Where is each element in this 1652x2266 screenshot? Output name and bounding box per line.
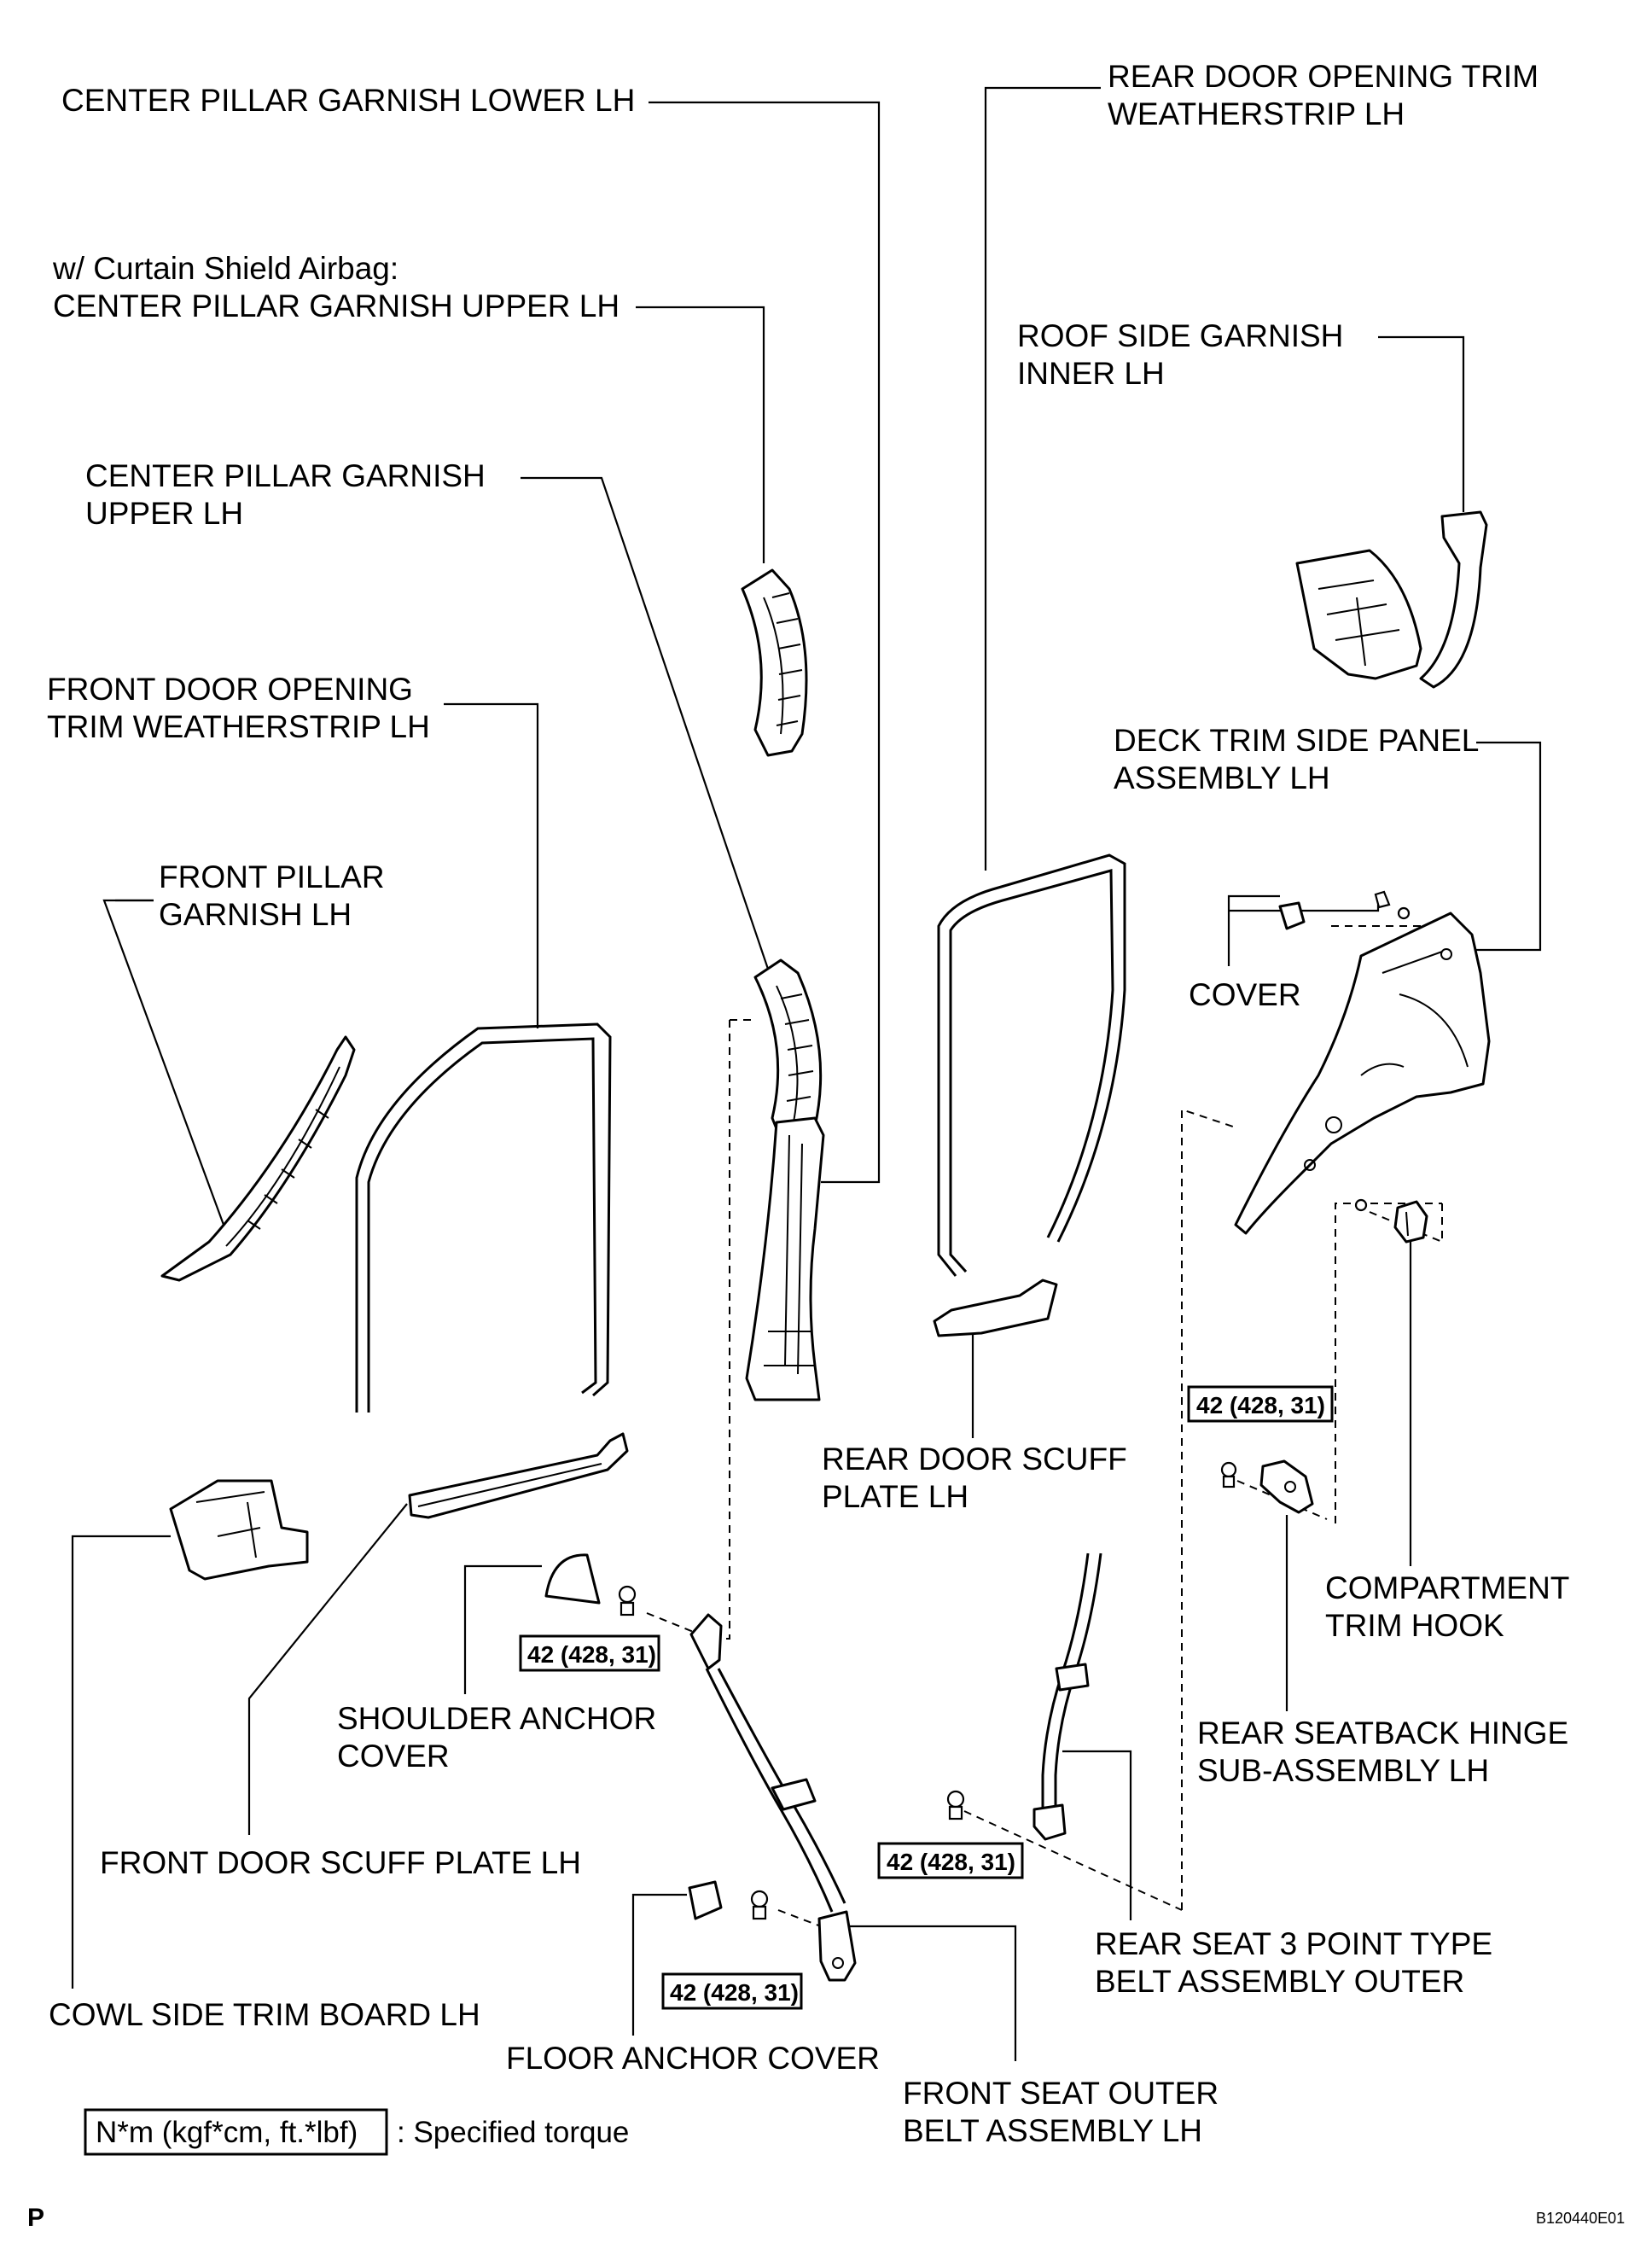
label-center-pillar-upper-2: UPPER LH [85, 496, 243, 531]
label-roof-side-1: ROOF SIDE GARNISH [1017, 318, 1343, 353]
leader-floor-anchor [631, 1893, 687, 2036]
label-rear-scuff-1: REAR DOOR SCUFF [822, 1442, 1127, 1477]
label-compartment-hook-1: COMPARTMENT [1325, 1570, 1569, 1605]
torque-box-hinge: 42 (428, 31) [1187, 1385, 1334, 1423]
label-rear-door-ws-2: WEATHERSTRIP LH [1108, 96, 1405, 131]
legend: N*m (kgf*cm, ft.*lbf) : Specified torque [84, 2108, 629, 2156]
torque-value-shoulder: 42 (428, 31) [527, 1641, 656, 1668]
leader-rear-belt [1062, 1750, 1132, 1920]
floor-anchor-bolt [750, 1890, 769, 1920]
leader-shoulder-cover [463, 1564, 542, 1694]
torque-box-floor: 42 (428, 31) [661, 1972, 803, 2010]
leader-cowl-side [71, 1535, 171, 1989]
leader-rear-door-ws [984, 86, 1101, 871]
legend-unit: N*m (kgf*cm, ft.*lbf) [96, 2116, 358, 2149]
deck-trim-side-panel-part [1234, 912, 1491, 1235]
label-front-door-ws-2: TRIM WEATHERSTRIP LH [47, 709, 430, 744]
torque-box-shoulder: 42 (428, 31) [519, 1634, 660, 1672]
leader-front-belt [845, 1925, 1017, 2061]
compartment-trim-hook-part [1393, 1200, 1428, 1244]
cover-part [1278, 901, 1306, 930]
leader-front-door-ws [444, 702, 539, 1028]
label-roof-side-2: INNER LH [1017, 356, 1165, 391]
label-rear-scuff-2: PLATE LH [822, 1479, 969, 1514]
label-deck-trim-2: ASSEMBLY LH [1114, 760, 1330, 795]
dash-shoulder-bolt [646, 1612, 701, 1635]
front-door-weatherstrip-part [355, 1022, 612, 1413]
page-mark: P [27, 2204, 44, 2232]
torque-value-hinge: 42 (428, 31) [1196, 1392, 1325, 1418]
shoulder-anchor-cover-part [544, 1553, 601, 1605]
label-rear-hinge-1: REAR SEATBACK HINGE [1197, 1716, 1568, 1750]
hinge-bolt [1220, 1461, 1237, 1488]
rear-door-scuff-part [933, 1279, 1058, 1337]
dash-hinge-bolt [1236, 1480, 1328, 1520]
label-front-scuff: FRONT DOOR SCUFF PLATE LH [100, 1845, 581, 1880]
leader-cover-a [1227, 894, 1280, 966]
figure-id: B120440E01 [1536, 2210, 1625, 2227]
center-pillar-upper-part [753, 958, 823, 1141]
leader-roof-side [1378, 335, 1465, 512]
roof-side-garnish-part [1295, 510, 1488, 689]
dash-rear-belt-right [1181, 1108, 1234, 1910]
rear-seat-belt-part [1032, 1552, 1102, 1841]
leader-front-scuff [247, 1503, 408, 1835]
label-rear-door-ws-1: REAR DOOR OPENING TRIM [1108, 59, 1539, 94]
label-shoulder-cover-1: SHOULDER ANCHOR [337, 1701, 656, 1736]
leader-front-pillar-a [102, 899, 225, 1226]
label-deck-trim-1: DECK TRIM SIDE PANEL [1114, 723, 1479, 758]
torque-box-rear-belt: 42 (428, 31) [877, 1842, 1024, 1879]
label-front-pillar-2: GARNISH LH [159, 897, 352, 932]
leader-cover-b [1229, 905, 1380, 912]
front-seat-outer-belt-part [689, 1613, 857, 1982]
label-center-pillar-lower: CENTER PILLAR GARNISH LOWER LH [61, 83, 635, 118]
label-front-door-ws-1: FRONT DOOR OPENING [47, 672, 413, 707]
front-pillar-garnish-part [160, 1035, 356, 1282]
label-rear-belt-1: REAR SEAT 3 POINT TYPE [1095, 1926, 1492, 1961]
label-cover: COVER [1189, 977, 1301, 1012]
dash-pillar-to-shoulder [713, 1020, 730, 1640]
label-floor-anchor: FLOOR ANCHOR COVER [506, 2041, 880, 2076]
floor-anchor-cover-part [688, 1880, 723, 1920]
rear-belt-bolt [946, 1790, 965, 1820]
leader-center-pillar-upper-airbag [636, 306, 765, 563]
leader-deck-trim [1451, 741, 1542, 952]
torque-value-rear-belt: 42 (428, 31) [887, 1849, 1015, 1875]
torque-value-floor: 42 (428, 31) [670, 1979, 799, 2006]
label-front-belt-1: FRONT SEAT OUTER [903, 2076, 1219, 2111]
dash-hinge-right [1335, 1203, 1442, 1523]
leader-center-pillar-upper [521, 476, 774, 982]
legend-text: : Specified torque [397, 2116, 629, 2149]
label-center-pillar-upper-1: CENTER PILLAR GARNISH [85, 458, 486, 493]
center-pillar-upper-airbag-part [741, 568, 808, 757]
rear-door-weatherstrip-part [937, 853, 1126, 1277]
label-rear-belt-2: BELT ASSEMBLY OUTER [1095, 1964, 1464, 1999]
label-center-pillar-upper-airbag: CENTER PILLAR GARNISH UPPER LH [53, 288, 620, 323]
cowl-side-trim-part [169, 1479, 309, 1581]
label-cowl-side: COWL SIDE TRIM BOARD LH [49, 1997, 480, 2032]
rear-seatback-hinge-part [1259, 1459, 1314, 1514]
label-compartment-hook-2: TRIM HOOK [1325, 1608, 1504, 1643]
clip-parts [1354, 890, 1411, 1212]
shoulder-anchor-bolt [618, 1585, 637, 1616]
label-front-belt-2: BELT ASSEMBLY LH [903, 2113, 1202, 2148]
label-curtain-note: w/ Curtain Shield Airbag: [52, 251, 398, 286]
front-door-scuff-part [408, 1432, 629, 1519]
center-pillar-lower-part [745, 1116, 825, 1401]
label-rear-hinge-2: SUB-ASSEMBLY LH [1197, 1753, 1489, 1788]
leader-center-pillar-lower [649, 101, 881, 1184]
label-front-pillar-1: FRONT PILLAR [159, 859, 385, 894]
label-shoulder-cover-2: COVER [337, 1739, 450, 1774]
